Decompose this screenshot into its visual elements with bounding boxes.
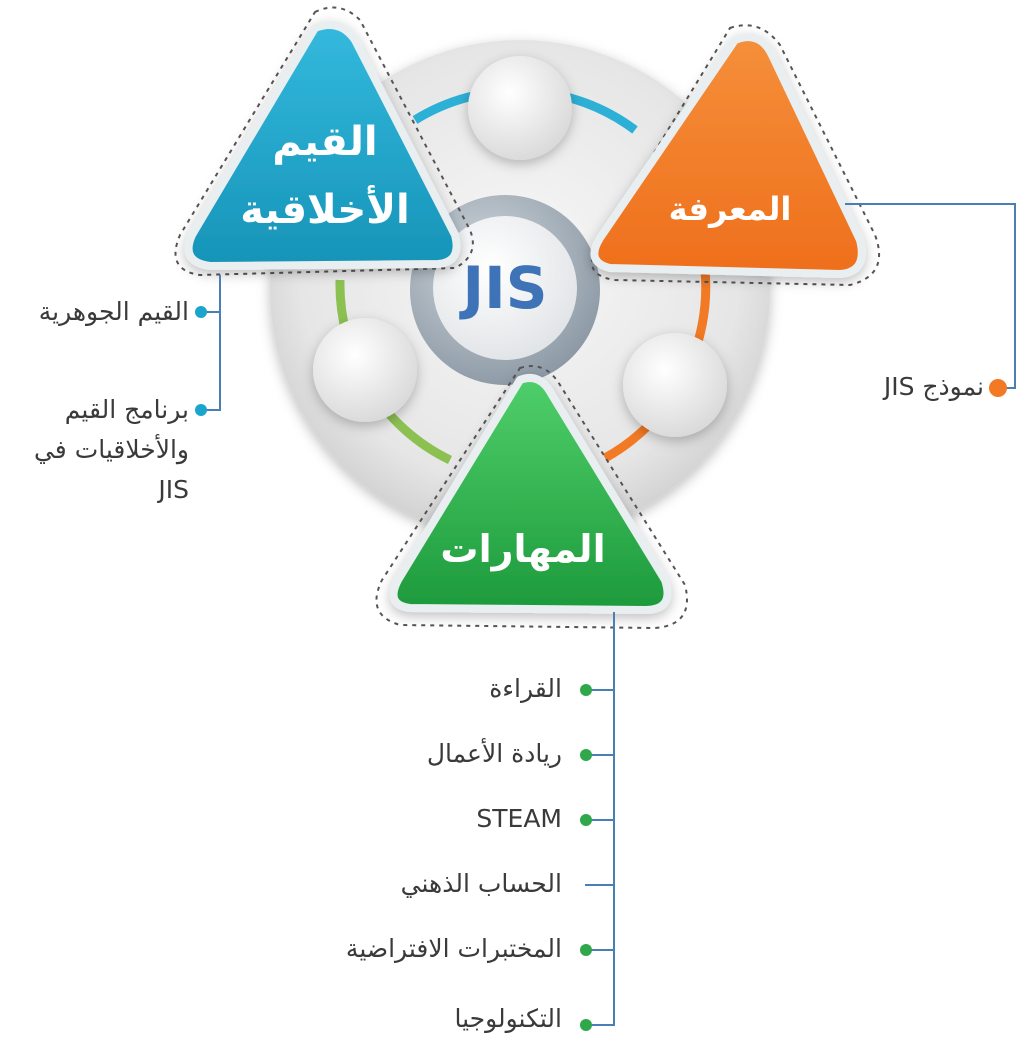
skills-bullet-1: [580, 684, 592, 696]
knowledge-triangle: [590, 33, 866, 278]
center-circle: [433, 216, 577, 360]
top-node: [468, 56, 572, 160]
knowledge-item-1: نموذج JIS: [883, 372, 984, 401]
knowledge-dashed-outline: [590, 24, 880, 287]
values-title-line2: الأخلاقية: [240, 184, 409, 233]
values-bullet-1: [195, 306, 207, 318]
values-bullet-2: [195, 404, 207, 416]
skills-item-1: القراءة: [489, 674, 562, 703]
skills-item-3: STEAM: [476, 804, 562, 833]
values-dashed-outline: [174, 6, 474, 277]
knowledge-bullet-1: [989, 379, 1007, 397]
skills-bullet-6: [580, 1019, 592, 1031]
knowledge-title: المعرفة: [669, 190, 792, 228]
skills-item-4: الحساب الذهني: [400, 869, 562, 898]
skills-bullet-2: [580, 749, 592, 761]
center-label: JIS: [459, 254, 548, 322]
skills-triangle: [389, 373, 672, 614]
left-node: [313, 318, 417, 422]
skills-item-2: ريادة الأعمال: [426, 739, 562, 768]
skills-dashed-outline: [375, 365, 688, 630]
values-item-1: القيم الجوهرية: [38, 297, 189, 326]
right-node: [623, 333, 727, 437]
values-item-2: برنامج القيم والأخلاقيات في JIS: [33, 395, 189, 504]
values-title-line1: القيم: [272, 119, 377, 165]
skills-bullet-5: [580, 944, 592, 956]
skills-title: المهارات: [440, 527, 605, 571]
skills-item-6: التكنولوجيا: [454, 1004, 562, 1033]
values-triangle: [184, 21, 461, 270]
skills-bullet-3: [580, 814, 592, 826]
skills-item-5: المختبرات الافتراضية: [345, 934, 562, 963]
